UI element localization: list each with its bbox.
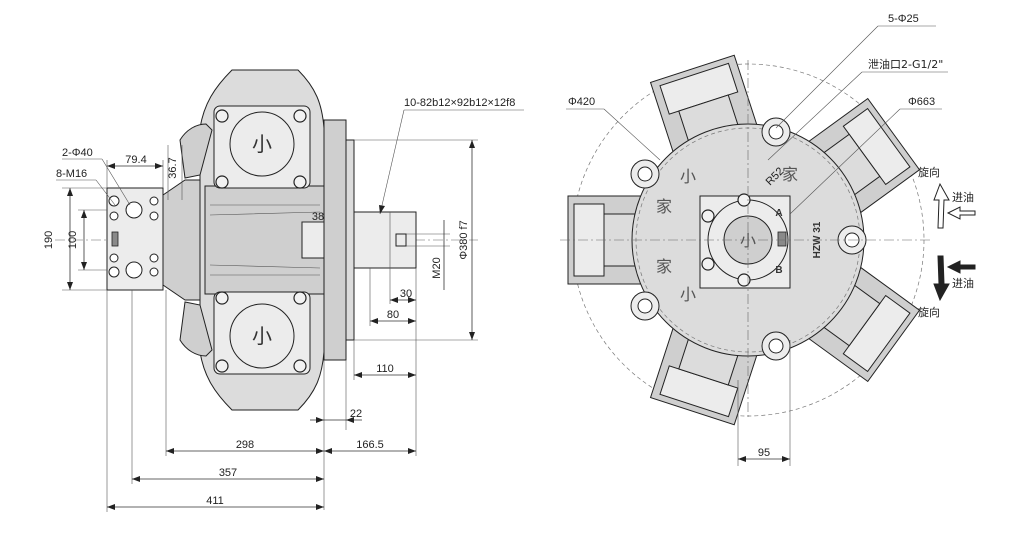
rotation-arrow-bottom-icon [933,255,950,302]
cap-top-logo: 小 [252,132,272,156]
cap-bolt [215,175,229,189]
inlet-top-label: 进油 [952,190,974,204]
dim-arrows [390,297,416,303]
flange-hole [108,195,120,207]
port-a-label: A [775,208,782,219]
side-view: 小 小 190 100 [43,69,524,512]
spline-spec-label: 10-82b12×92b12×12f8 [404,97,515,109]
flange-recess [301,221,325,259]
front-flange-lip [345,139,355,341]
emblem-char: 家 [782,165,798,184]
inlet-arrow-top-icon [946,206,976,220]
emblem-char: 小 [680,167,696,186]
inlet-arrow-bottom-icon [946,260,976,274]
dim-m20-label: M20 [431,257,443,278]
cap-bolt [293,291,307,305]
rotation-top-label: 旋向 [918,165,940,179]
leader-line [775,25,879,129]
mounting-hole [637,166,653,182]
flange-port [125,261,143,279]
leader-line [789,108,901,215]
dim-80-label: 80 [387,309,399,321]
flange-hole [149,253,159,263]
dim-298-label: 298 [236,439,254,451]
dim-36-7-label: 36.7 [167,157,179,178]
front-flange [323,119,347,361]
bolt-holes-label: 5-Φ25 [888,13,919,25]
dim-357-label: 357 [219,467,237,479]
emblem-char: 家 [656,257,672,276]
cap-bottom-logo: 小 [252,324,272,348]
dim-30-label: 30 [400,288,412,300]
flange-port [125,201,143,219]
leader-line [603,108,661,161]
cap-bolt [293,359,307,373]
dim-411-label: 411 [206,495,224,507]
rotation-bottom-label: 旋向 [918,305,940,319]
cap-bolt [215,291,229,305]
mounting-hole [637,298,653,314]
leader-line [95,179,116,206]
cylinder-northwest [649,54,764,171]
shaft-thread [395,233,407,247]
inlet-bottom-label: 进油 [952,276,974,290]
dim-166-5-label: 166.5 [356,439,384,451]
output-shaft [353,211,417,269]
front-view: 小 家 小 家 小 家 A B HZW 31 5-Φ25 泄油口2-G1/2" … [560,13,976,466]
dim-38-label: 38 [312,211,324,223]
oil-pipe-bottom [179,301,213,357]
mounting-hole [768,124,784,140]
emblem-char: 家 [656,197,672,216]
dim-22-label: 22 [350,408,362,420]
dim-110-label: 110 [376,363,394,375]
cap-bolt [293,175,307,189]
cap-bolt [215,109,229,123]
dim-190-label: 190 [43,231,55,249]
rotation-arrow-top-icon [933,182,950,229]
hub-bolt [701,209,715,223]
leader-line [101,158,131,206]
dim-380-label: Φ380 f7 [458,220,470,259]
hole-spec-2-label: 8-M16 [56,168,87,180]
flange-key [111,231,119,247]
hub-bolt [701,257,715,271]
port-marker [777,231,787,247]
dia-663-label: Φ663 [908,96,935,108]
dia-420-label: Φ420 [568,96,595,108]
leader-line [767,71,863,161]
cap-bolt [293,109,307,123]
oil-pipe-top [179,123,213,179]
flange-hole [149,211,159,221]
cap-top-boss [229,111,295,177]
leader-line [379,109,405,215]
dim-arrows [379,205,385,214]
dim-95-label: 95 [758,447,770,459]
dim-79-4-label: 79.4 [125,154,146,166]
dim-arrows [316,417,354,423]
dim-100-label: 100 [67,231,79,249]
flange-hole [109,211,119,221]
cap-bottom-boss [229,303,295,369]
flange-hole [149,196,159,206]
mounting-hole [768,338,784,354]
emblem-char: 小 [680,285,696,304]
housing-ribs [209,204,321,276]
cap-bolt [215,359,229,373]
hole-spec-1-label: 2-Φ40 [62,147,93,159]
port-b-label: B [775,265,782,276]
drain-label: 泄油口2-G1/2" [868,57,943,71]
motor-neck [162,179,201,301]
hub-bolt [737,273,751,287]
flange-hole [149,267,159,277]
flange-hole [109,253,119,263]
hub-bolt [737,193,751,207]
flange-hole [108,266,120,278]
